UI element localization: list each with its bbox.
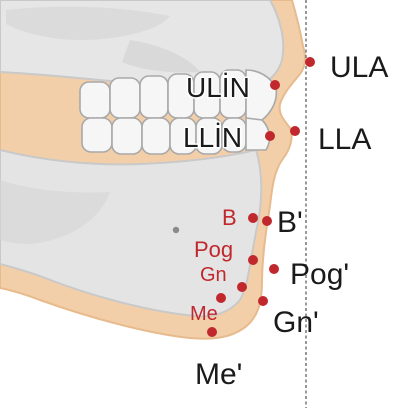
lower-premolar-1 [142,118,170,154]
label-me-prime: Me' [195,358,242,391]
lla-point [290,126,300,136]
upper-molar-1 [80,82,110,118]
lower-molar-1 [82,118,112,152]
label-ulin: ULİN [186,72,250,103]
b-prime-point [262,216,272,226]
b-point [248,213,258,223]
lower-molar-2 [112,118,142,154]
label-b-prime: B' [277,206,303,239]
mental-foramen-dot [173,227,179,233]
gn-prime-point [258,296,268,306]
label-lla: LLA [318,123,371,156]
llin-point [265,131,275,141]
label-pog-prime: Pog' [290,258,349,291]
label-me: Me [190,303,218,325]
me-prime-point [207,327,217,337]
me-point [216,293,226,303]
pog-point [248,255,258,265]
pog-prime-point [269,264,279,274]
upper-molar-2 [110,78,140,118]
label-gn-prime: Gn' [273,306,319,339]
label-ula: ULA [330,51,388,84]
ula-point [305,57,315,67]
label-pog: Pog [194,237,233,262]
gn-point [237,282,247,292]
label-llin: LLİN [183,122,242,153]
label-gn: Gn [200,264,227,286]
upper-premolar-1 [140,76,168,118]
label-b: B [222,205,237,230]
ulin-point [270,80,280,90]
